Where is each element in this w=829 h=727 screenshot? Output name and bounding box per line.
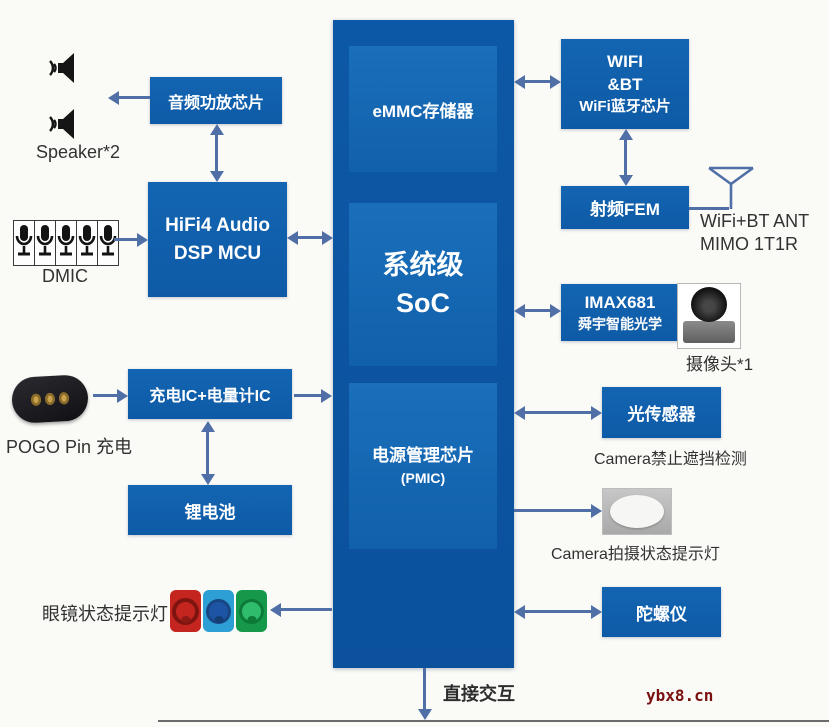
camera-module-box: IMAX681 舜宇智能光学: [561, 284, 679, 341]
line-fem-to-antenna: [689, 207, 729, 210]
camera-led-caption: Camera拍摄状态提示灯: [551, 546, 720, 563]
camera-module-label-line2: 舜宇智能光学: [578, 315, 662, 332]
arrow-pogo-to-charger: [93, 388, 128, 403]
camera-body: [683, 321, 735, 343]
pogo-contact: [58, 392, 70, 405]
antenna-caption-line1: WiFi+BT ANT: [700, 211, 810, 231]
camera-module-label-line1: IMAX681: [584, 292, 656, 312]
led-disc: [610, 495, 664, 528]
soc-core-block: 系统级 SoC: [349, 203, 497, 366]
charger-ic-box: 充电IC+电量计IC: [128, 369, 292, 419]
soc-core-label-line1: 系统级: [382, 249, 464, 280]
light-sensor-box: 光传感器: [602, 387, 721, 438]
glasses-led-blue-icon: [203, 590, 234, 632]
glasses-led-green-icon: [236, 590, 267, 632]
audio-amp-box: 音频功放芯片: [150, 77, 282, 124]
arrow-soc-wifi: [514, 74, 561, 89]
direct-interaction-label: 直接交互: [443, 684, 515, 704]
arrow-charger-to-soc: [294, 388, 332, 403]
pogo-contact: [44, 392, 56, 406]
arrow-charger-battery: [200, 421, 215, 485]
pogo-label: POGO Pin 充电: [6, 437, 133, 457]
light-sensor-caption: Camera禁止遮挡检测: [594, 451, 747, 468]
gyro-label: 陀螺仪: [636, 604, 687, 624]
emmc-block: eMMC存储器: [349, 46, 497, 172]
camera-module-photo: [677, 283, 741, 349]
soc-block: eMMC存储器 系统级 SoC 电源管理芯片 (PMIC): [333, 20, 514, 668]
wifi-bt-box: WIFI &BT WiFi蓝牙芯片: [561, 39, 689, 129]
wifi-bt-label-line2: &BT: [607, 74, 643, 94]
mic-icon: [97, 220, 119, 266]
hifi-dsp-label-line1: HiFi4 Audio: [165, 214, 270, 236]
pmic-label-line2: (PMIC): [400, 470, 446, 487]
pmic-label-line1: 电源管理芯片: [372, 445, 474, 465]
dmic-array: [13, 220, 119, 266]
pogo-contact: [30, 393, 42, 406]
gyro-box: 陀螺仪: [602, 587, 721, 637]
rf-fem-label: 射频FEM: [590, 200, 660, 219]
audio-amp-label: 音频功放芯片: [167, 94, 264, 112]
arrow-dsp-soc: [287, 230, 333, 245]
bottom-divider: [158, 720, 829, 722]
camera-lens: [691, 287, 727, 322]
rf-fem-box: 射频FEM: [561, 186, 689, 229]
dmic-label: DMIC: [42, 266, 88, 286]
glasses-led-red-icon: [170, 590, 201, 632]
arrow-dmic-to-dsp: [114, 232, 148, 247]
speaker-icon: [44, 103, 82, 145]
battery-label: 锂电池: [184, 502, 236, 522]
hifi-dsp-label-line2: DSP MCU: [173, 242, 262, 264]
pogo-pin-image: [10, 374, 90, 424]
camera-led-photo: [602, 488, 672, 535]
mic-icon: [34, 220, 56, 266]
mic-icon: [55, 220, 77, 266]
light-sensor-label: 光传感器: [627, 405, 696, 424]
hifi-dsp-box: HiFi4 Audio DSP MCU: [148, 182, 287, 297]
arrow-soc-to-glasses-leds: [270, 602, 332, 617]
pmic-block: 电源管理芯片 (PMIC): [349, 383, 497, 549]
glasses-led-label: 眼镜状态提示灯: [42, 604, 168, 624]
arrow-soc-to-camera-led: [514, 503, 602, 518]
glasses-led-strip: [170, 590, 267, 632]
arrow-soc-direct-interaction: [417, 668, 432, 720]
antenna-caption-line2: MIMO 1T1R: [700, 234, 799, 254]
wifi-bt-label-line1: WIFI: [607, 51, 643, 71]
camera-caption: 摄像头*1: [686, 355, 754, 374]
arrow-soc-camera-module: [514, 303, 561, 318]
arrow-amp-dsp: [209, 124, 224, 182]
soc-core-label-line2: SoC: [396, 287, 450, 318]
speaker-icon: [44, 47, 82, 89]
arrow-wifi-fem: [618, 129, 633, 186]
wifi-bt-label-line3: WiFi蓝牙芯片: [579, 97, 671, 115]
arrow-soc-light-sensor: [514, 405, 602, 420]
watermark: ybx8.cn: [646, 686, 714, 705]
antenna-icon: [705, 164, 757, 210]
arrow-amp-to-speakers: [108, 90, 150, 105]
mic-icon: [13, 220, 35, 266]
mic-icon: [76, 220, 98, 266]
battery-box: 锂电池: [128, 485, 292, 535]
emmc-label: eMMC存储器: [372, 101, 474, 121]
charger-ic-label: 充电IC+电量计IC: [149, 388, 271, 405]
arrow-soc-gyro: [514, 604, 602, 619]
speaker-label: Speaker*2: [36, 142, 121, 162]
